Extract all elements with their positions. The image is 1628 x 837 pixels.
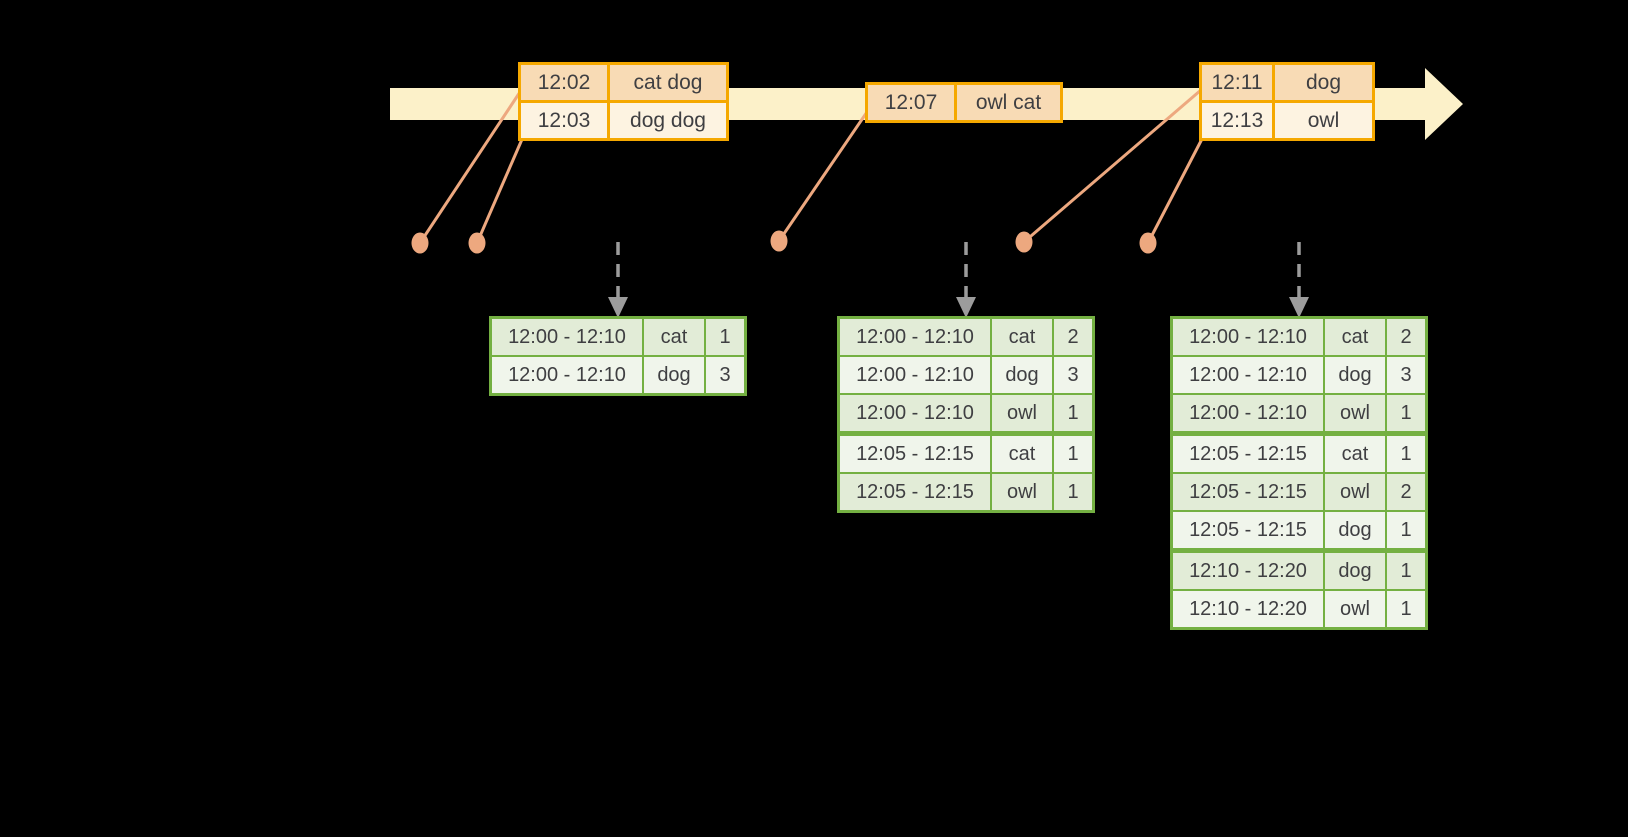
window-cell: 12:00 - 12:10 — [492, 319, 642, 355]
count-cell: 1 — [1387, 591, 1425, 627]
window-cell: 12:00 - 12:10 — [840, 357, 990, 393]
result-table-1: 12:00 - 12:10 cat 1 12:00 - 12:10 dog 3 — [489, 316, 747, 396]
window-cell: 12:10 - 12:20 — [1173, 591, 1323, 627]
window-cell: 12:05 - 12:15 — [840, 474, 990, 510]
word-cell: dog — [644, 357, 704, 393]
count-cell: 1 — [1054, 395, 1092, 431]
word-cell: cat — [644, 319, 704, 355]
table-row: 12:00 - 12:10 dog 3 — [1173, 357, 1425, 393]
count-cell: 1 — [1054, 436, 1092, 472]
window-cell: 12:05 - 12:15 — [1173, 512, 1323, 548]
event-connector-line — [777, 111, 869, 242]
event-dot-icon — [770, 230, 788, 252]
word-cell: cat — [1325, 436, 1385, 472]
count-cell: 3 — [1387, 357, 1425, 393]
event-words-cell: owl cat — [957, 85, 1060, 120]
down-dashed-arrow-icon — [956, 242, 976, 318]
count-cell: 1 — [1387, 395, 1425, 431]
event-time-cell: 12:13 — [1202, 103, 1272, 138]
window-cell: 12:10 - 12:20 — [1173, 553, 1323, 589]
window-cell: 12:05 - 12:15 — [1173, 436, 1323, 472]
window-cell: 12:05 - 12:15 — [1173, 474, 1323, 510]
window-cell: 12:00 - 12:10 — [840, 319, 990, 355]
event-table-3: 12:11 dog 12:13 owl — [1199, 62, 1375, 141]
event-words-cell: cat dog — [610, 65, 726, 100]
event-connector-line — [1146, 136, 1205, 244]
window-cell: 12:05 - 12:15 — [840, 436, 990, 472]
event-connector-line — [418, 91, 522, 244]
word-cell: cat — [1325, 319, 1385, 355]
table-row: 12:05 - 12:15 owl 2 — [1173, 474, 1425, 510]
event-table-2: 12:07 owl cat — [865, 82, 1063, 123]
table-row: 12:00 - 12:10 cat 2 — [1173, 319, 1425, 355]
word-cell: owl — [1325, 395, 1385, 431]
table-row: 12:05 - 12:15 dog 1 — [1173, 512, 1425, 548]
count-cell: 1 — [1387, 553, 1425, 589]
word-cell: dog — [1325, 357, 1385, 393]
table-row: 12:00 - 12:10 cat 2 — [840, 319, 1092, 355]
count-cell: 3 — [1054, 357, 1092, 393]
word-cell: owl — [992, 474, 1052, 510]
word-cell: dog — [1325, 512, 1385, 548]
event-dot-icon — [1139, 232, 1157, 254]
event-words-cell: dog dog — [610, 103, 726, 138]
word-cell: cat — [992, 319, 1052, 355]
count-cell: 2 — [1054, 319, 1092, 355]
table-row: 12:05 - 12:15 owl 1 — [840, 474, 1092, 510]
word-cell: owl — [1325, 474, 1385, 510]
count-cell: 2 — [1387, 474, 1425, 510]
count-cell: 3 — [706, 357, 744, 393]
trigger-arrow-head — [608, 297, 628, 318]
event-table-1: 12:02 cat dog 12:03 dog dog — [518, 62, 729, 141]
count-cell: 1 — [1387, 436, 1425, 472]
count-cell: 1 — [1387, 512, 1425, 548]
count-cell: 1 — [1054, 474, 1092, 510]
word-cell: dog — [1325, 553, 1385, 589]
event-words-cell: owl — [1275, 103, 1372, 138]
word-cell: dog — [992, 357, 1052, 393]
trigger-arrow-head — [1289, 297, 1309, 318]
window-cell: 12:00 - 12:10 — [492, 357, 642, 393]
table-row: 12:10 - 12:20 owl 1 — [1173, 591, 1425, 627]
table-row: 12:10 - 12:20 dog 1 — [1173, 553, 1425, 589]
down-dashed-arrow-icon — [1289, 242, 1309, 318]
event-time-cell: 12:03 — [521, 103, 607, 138]
window-cell: 12:00 - 12:10 — [1173, 395, 1323, 431]
word-cell: owl — [1325, 591, 1385, 627]
word-cell: cat — [992, 436, 1052, 472]
count-cell: 1 — [706, 319, 744, 355]
window-cell: 12:00 - 12:10 — [1173, 357, 1323, 393]
event-dot-icon — [1015, 231, 1033, 253]
table-row: 12:05 - 12:15 cat 1 — [840, 436, 1092, 472]
trigger-arrow-head — [956, 297, 976, 318]
result-table-3: 12:00 - 12:10 cat 2 12:00 - 12:10 dog 3 … — [1170, 316, 1428, 630]
table-row: 12:00 - 12:10 dog 3 — [492, 357, 744, 393]
event-words-cell: dog — [1275, 65, 1372, 100]
window-cell: 12:00 - 12:10 — [1173, 319, 1323, 355]
timeline-arrow-head-icon — [1425, 68, 1463, 140]
table-row: 12:05 - 12:15 cat 1 — [1173, 436, 1425, 472]
down-dashed-arrow-icon — [608, 242, 628, 318]
event-connector-line — [1023, 88, 1202, 244]
word-cell: owl — [992, 395, 1052, 431]
event-dot-icon — [468, 232, 486, 254]
count-cell: 2 — [1387, 319, 1425, 355]
event-time-cell: 12:02 — [521, 65, 607, 100]
table-row: 12:00 - 12:10 owl 1 — [1173, 395, 1425, 431]
table-row: 12:00 - 12:10 dog 3 — [840, 357, 1092, 393]
window-cell: 12:00 - 12:10 — [840, 395, 990, 431]
table-row: 12:00 - 12:10 cat 1 — [492, 319, 744, 355]
result-table-2: 12:00 - 12:10 cat 2 12:00 - 12:10 dog 3 … — [837, 316, 1095, 513]
event-time-cell: 12:11 — [1202, 65, 1272, 100]
event-connector-line — [475, 136, 525, 244]
event-time-cell: 12:07 — [868, 85, 954, 120]
event-dot-icon — [411, 232, 429, 254]
table-row: 12:00 - 12:10 owl 1 — [840, 395, 1092, 431]
